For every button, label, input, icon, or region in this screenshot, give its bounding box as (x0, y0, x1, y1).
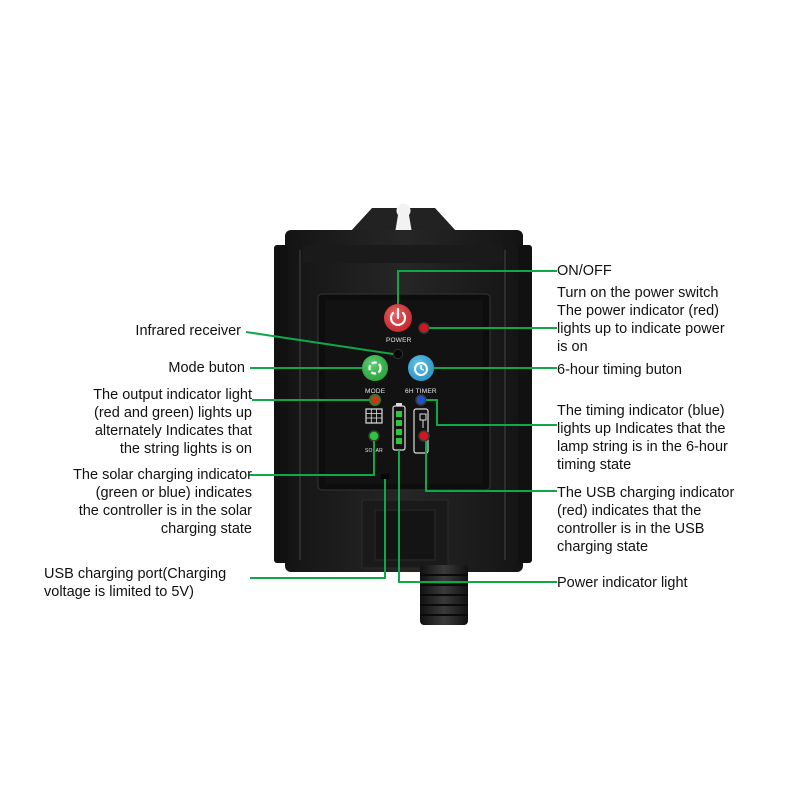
callout-on-off (397, 270, 557, 304)
label-solar-indicator: The solar charging indicator (green or b… (73, 467, 252, 537)
callout-usb-indicator (425, 441, 557, 492)
label-power-light: Power indicator light (557, 575, 688, 591)
power-level-led-3 (396, 429, 402, 435)
timer-label: 6H TIMER (405, 388, 437, 395)
housing-right-rib (518, 245, 532, 563)
label-power-switch: Turn on the power switch The power indic… (557, 285, 725, 355)
solar-indicator (368, 430, 380, 442)
label-usb-port: USB charging port(Charging voltage is li… (44, 566, 227, 600)
callout-usb-port (250, 479, 386, 579)
callout-infrared (245, 331, 394, 355)
mode-label: MODE (365, 388, 386, 395)
power-indicator-red (418, 322, 430, 334)
label-timer-button: 6-hour timing buton (557, 362, 682, 378)
label-infrared: Infrared receiver (135, 323, 241, 339)
timing-indicator-blue (415, 394, 427, 406)
callout-lines (245, 270, 557, 583)
label-mode-button: Mode buton (168, 360, 245, 376)
power-icon (389, 311, 407, 326)
power-level-led-1 (396, 411, 402, 417)
usb-port (381, 474, 389, 479)
callout-solar (249, 441, 375, 476)
keyhole-slot (395, 203, 412, 233)
housing-left-rib (274, 245, 288, 563)
label-timing-indicator: The timing indicator (blue) lights up In… (557, 403, 728, 473)
callout-timing (426, 399, 557, 426)
output-indicator (369, 394, 381, 406)
power-level-led-4 (396, 438, 402, 444)
solar-panel-icon (365, 408, 383, 424)
usb-plug-icon (413, 408, 429, 454)
infrared-receiver (393, 349, 403, 359)
mode-icon (368, 361, 382, 375)
power-level-led-2 (396, 420, 402, 426)
clock-icon (414, 362, 428, 376)
power-label: POWER (386, 337, 412, 344)
label-output-indicator: The output indicator light (red and gree… (93, 387, 252, 457)
label-on-off: ON/OFF (557, 263, 612, 279)
usb-charging-indicator (418, 430, 430, 442)
label-usb-indicator: The USB charging indicator (red) indicat… (557, 485, 735, 555)
callout-power-light (398, 450, 557, 583)
